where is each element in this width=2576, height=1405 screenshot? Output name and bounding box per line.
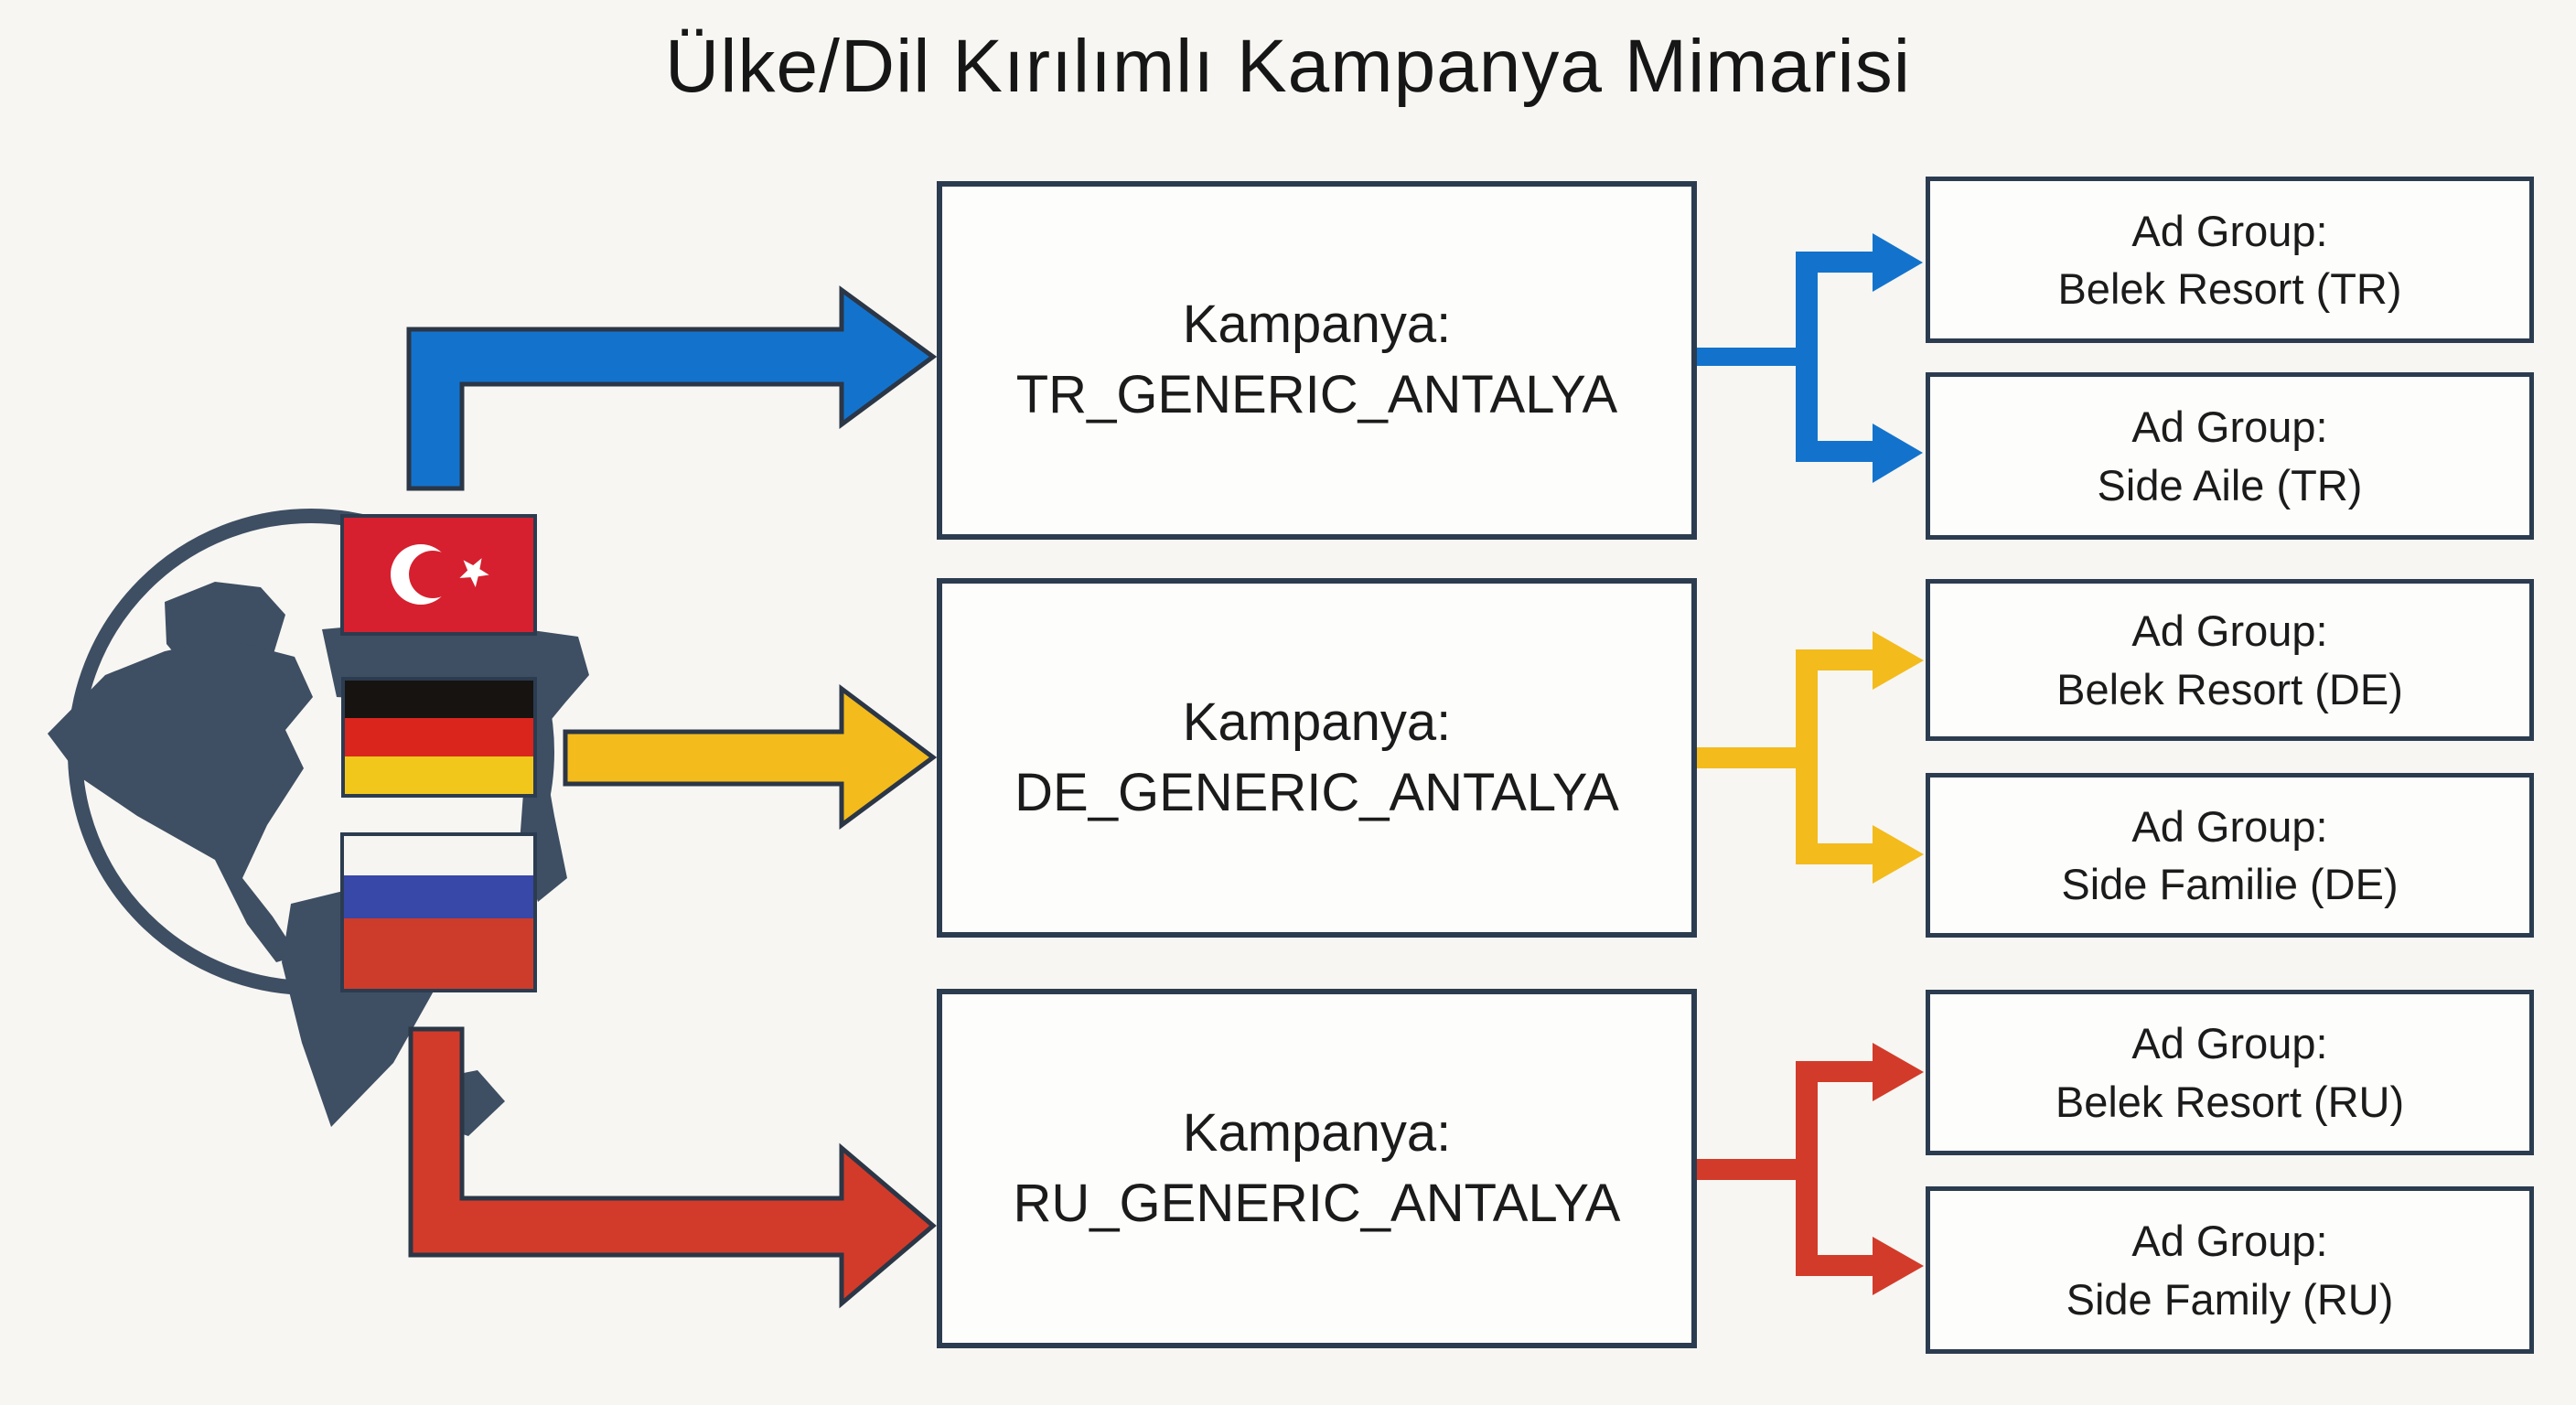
germany-flag-black-stripe [345, 681, 533, 719]
turkey-flag-icon [340, 514, 537, 636]
adgroup-name: Belek Resort (TR) [2057, 264, 2402, 313]
adgroup-label: Ad Group: [2131, 206, 2328, 255]
russia-flag-white-stripe [344, 836, 533, 876]
campaign-name: RU_GENERIC_ANTALYA [1013, 1173, 1621, 1233]
campaign-label: Kampanya: [1182, 692, 1452, 752]
adgroup-box-side-aile-tr: Ad Group: Side Aile (TR) [1926, 372, 2534, 540]
campaign-label: Kampanya: [1182, 1102, 1452, 1163]
adgroup-name: Side Familie (DE) [2061, 860, 2399, 908]
russia-flag-blue-stripe [344, 875, 533, 919]
ru-fork-connector [1697, 1043, 1924, 1295]
russia-flag-icon [340, 832, 537, 992]
germany-flag-gold-stripe [345, 756, 533, 794]
germany-flag-icon [341, 677, 537, 798]
page-title: Ülke/Dil Kırılımlı Kampanya Mimarisi [665, 25, 1911, 108]
germany-flag-red-stripe [345, 718, 533, 756]
adgroup-name: Side Aile (TR) [2097, 460, 2363, 509]
campaign-label: Kampanya: [1182, 295, 1452, 355]
adgroup-box-side-familie-de: Ad Group: Side Familie (DE) [1926, 773, 2534, 938]
star-icon [459, 558, 489, 587]
campaign-box-ru: Kampanya: RU_GENERIC_ANTALYA [937, 989, 1697, 1348]
adgroup-label: Ad Group: [2131, 402, 2328, 452]
adgroup-label: Ad Group: [2131, 606, 2328, 656]
adgroup-box-side-family-ru: Ad Group: Side Family (RU) [1926, 1186, 2534, 1354]
adgroup-name: Side Family (RU) [2066, 1274, 2394, 1324]
adgroup-name: Belek Resort (RU) [2055, 1077, 2405, 1126]
adgroup-box-belek-resort-ru: Ad Group: Belek Resort (RU) [1926, 990, 2534, 1155]
adgroup-box-belek-resort-tr: Ad Group: Belek Resort (TR) [1926, 177, 2534, 343]
de-campaign-arrow-icon [563, 684, 938, 830]
campaign-name: DE_GENERIC_ANTALYA [1014, 762, 1619, 822]
tr-campaign-arrow-icon [406, 285, 938, 491]
adgroup-name: Belek Resort (DE) [2056, 664, 2403, 713]
russia-flag-red-stripe [344, 918, 533, 989]
tr-fork-connector [1697, 233, 1923, 483]
de-fork-connector [1697, 631, 1924, 884]
ru-campaign-arrow-icon [408, 1026, 937, 1309]
campaign-box-de: Kampanya: DE_GENERIC_ANTALYA [937, 578, 1697, 938]
continent-north-america [48, 638, 313, 962]
campaign-box-tr: Kampanya: TR_GENERIC_ANTALYA [937, 181, 1697, 540]
adgroup-box-belek-resort-de: Ad Group: Belek Resort (DE) [1926, 579, 2534, 741]
adgroup-label: Ad Group: [2131, 1019, 2328, 1068]
adgroup-label: Ad Group: [2131, 801, 2328, 851]
campaign-name: TR_GENERIC_ANTALYA [1015, 365, 1618, 424]
adgroup-label: Ad Group: [2131, 1217, 2328, 1266]
